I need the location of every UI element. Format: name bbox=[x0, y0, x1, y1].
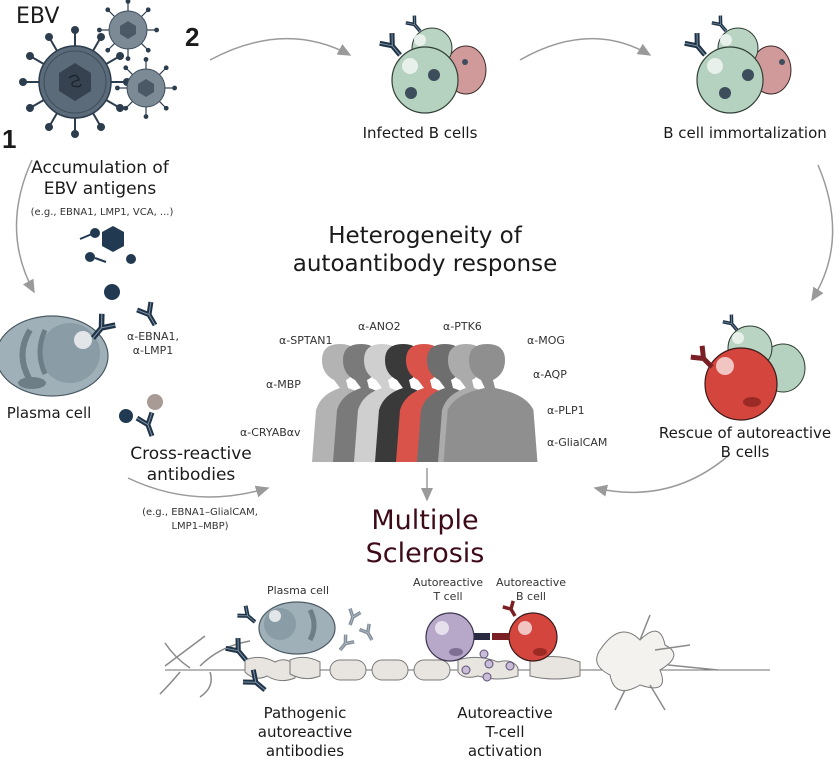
autoantibody-label: α-SPTAN1 bbox=[279, 334, 333, 347]
arrow-ebv-to-infected bbox=[209, 37, 352, 61]
b-cell-label-line1: Autoreactive bbox=[495, 576, 567, 589]
patient-silhouettes bbox=[312, 344, 538, 462]
neuron-axon-icon bbox=[159, 614, 770, 711]
b-cell-immortalization-label: B cell immortalization bbox=[663, 124, 827, 142]
accumulation-title: Accumulation of EBV antigens bbox=[20, 158, 180, 200]
autoreactive-t-cell-icon bbox=[425, 612, 515, 682]
ebv-virus-small-top bbox=[96, 0, 160, 62]
pathogenic-line1: Pathogenic bbox=[263, 704, 347, 722]
cross-reactive-antibody-icon bbox=[119, 394, 163, 439]
cross-reactive-line1: Cross-reactive bbox=[130, 444, 252, 464]
rescue-label-line2: B cells bbox=[720, 443, 770, 461]
autoantibody-label: α-MOG bbox=[527, 334, 565, 347]
autoantibody-label: α-MBP bbox=[266, 378, 301, 391]
plasma-antibodies-label: α-EBNA1, α-LMP1 bbox=[118, 330, 188, 358]
step-number-1: 1 bbox=[2, 124, 17, 154]
ebv-virus-large bbox=[18, 25, 132, 139]
t-cell-label-line2: T cell bbox=[433, 590, 463, 603]
multiple-sclerosis-title: Multiple Sclerosis bbox=[350, 504, 500, 570]
accumulation-title-line2: EBV antigens bbox=[43, 179, 157, 199]
infected-b-cells-icon bbox=[380, 13, 487, 114]
activation-line3: activation bbox=[467, 742, 543, 760]
autoantibody-label: α-GlialCAM bbox=[547, 436, 608, 449]
activation-line2: T-cell bbox=[485, 723, 525, 741]
arrow-accumulation-to-plasma bbox=[15, 159, 35, 294]
autoantibody-label: α-CRYABαv bbox=[240, 426, 301, 439]
cross-reactive-label: Cross-reactive antibodies bbox=[126, 444, 256, 486]
t-cell-label-line1: Autoreactive bbox=[412, 576, 484, 589]
autoreactive-b-cell-icon bbox=[492, 600, 558, 662]
autoreactive-b-cell-label: Autoreactive B cell bbox=[491, 576, 571, 604]
ms-line2: Sclerosis bbox=[365, 538, 485, 569]
cross-examples-line1: (e.g., EBNA1–GlialCAM, bbox=[142, 507, 258, 518]
arrow-rescue-to-center bbox=[593, 455, 729, 497]
cross-reactive-examples: (e.g., EBNA1–GlialCAM, LMP1–MBP) bbox=[120, 506, 280, 534]
autoantibody-label: α-PLP1 bbox=[547, 404, 585, 417]
activation-line1: Autoreactive bbox=[457, 704, 553, 722]
cross-reactive-line2: antibodies bbox=[146, 465, 236, 485]
accumulation-examples: (e.g., EBNA1, LMP1, VCA, ...) bbox=[30, 207, 174, 218]
rescue-label: Rescue of autoreactive B cells bbox=[650, 424, 840, 462]
autoreactive-t-cell-label: Autoreactive T cell bbox=[408, 576, 488, 604]
center-title: Heterogeneity of autoantibody response bbox=[270, 222, 580, 278]
center-title-line1: Heterogeneity of bbox=[328, 223, 522, 249]
autoantibody-label: α-ANO2 bbox=[358, 320, 401, 333]
arrow-immortalization-to-rescue bbox=[811, 164, 834, 302]
pathogenic-line3: antibodies bbox=[265, 742, 345, 760]
autoantibody-label: α-AQP bbox=[533, 368, 567, 381]
arrow-cross-to-center bbox=[127, 477, 270, 498]
ebv-virus-small-right bbox=[114, 56, 178, 120]
plasma-antibodies-line1: α-EBNA1, bbox=[127, 330, 179, 343]
rescue-label-line1: Rescue of autoreactive bbox=[658, 424, 832, 442]
rescue-b-cells-icon bbox=[690, 312, 806, 421]
autoantibody-label: α-PTK6 bbox=[443, 320, 482, 333]
ms-line1: Multiple bbox=[371, 505, 479, 536]
plasma-antibodies-line2: α-LMP1 bbox=[132, 344, 174, 357]
plasma-cell-left bbox=[0, 284, 162, 397]
b-cell-immortalization-icon bbox=[685, 13, 792, 114]
ebv-antigens-icon bbox=[79, 226, 136, 264]
ebv-label: EBV bbox=[16, 4, 60, 29]
center-title-line2: autoantibody response bbox=[292, 251, 558, 277]
pathogenic-antibodies-label: Pathogenic autoreactive antibodies bbox=[245, 704, 365, 761]
cross-examples-line2: LMP1–MBP) bbox=[171, 521, 229, 532]
plasma-cell-label: Plasma cell bbox=[6, 404, 92, 422]
patient-silhouette bbox=[443, 344, 538, 462]
pathogenic-line2: autoreactive bbox=[257, 723, 353, 741]
b-cell-label-line2: B cell bbox=[516, 590, 546, 603]
t-cell-activation-label: Autoreactive T-cell activation bbox=[445, 704, 565, 761]
accumulation-title-line1: Accumulation of bbox=[31, 158, 169, 178]
bottom-plasma-cell-label: Plasma cell bbox=[266, 584, 330, 597]
infected-b-cells-label: Infected B cells bbox=[362, 124, 478, 142]
step-number-2: 2 bbox=[185, 22, 200, 52]
arrow-infected-to-immortalization bbox=[519, 38, 652, 61]
bottom-plasma-cell-icon bbox=[226, 601, 379, 696]
